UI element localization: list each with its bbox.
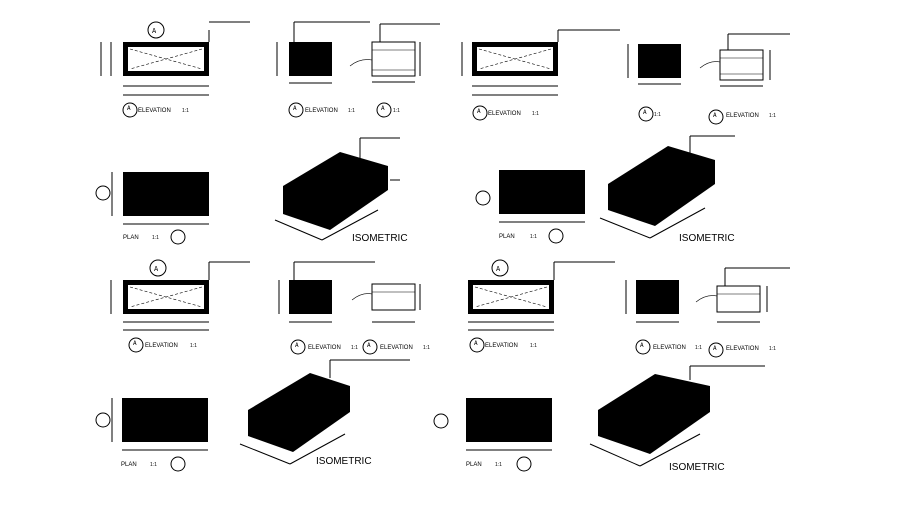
elevation-title-mark: A: [474, 340, 478, 347]
elevation-title-3: A 1:1: [376, 102, 400, 118]
elevation-title-2: A ELEVATION 1:1: [288, 102, 355, 118]
elevation-title-scale: 1:1: [182, 108, 189, 114]
section-mark-text: A: [496, 265, 501, 273]
detail-elevation-1: [349, 23, 440, 83]
isometric-view-1: ISOMETRIC: [274, 137, 408, 244]
plan-title-label: PLAN: [466, 462, 482, 468]
elevation-title-scale: 1:1: [530, 343, 537, 349]
front-elevation-1: [100, 21, 250, 96]
elevation-title-mark: A: [133, 340, 137, 347]
elevation-title-label: ELEVATION: [726, 346, 759, 352]
elevation-title-mark: A: [643, 109, 647, 116]
plan-title-1: PLAN 1:1: [123, 229, 186, 245]
elevation-title-label: ELEVATION: [653, 345, 686, 351]
elevation-title-4: A ELEVATION 1:1: [472, 105, 539, 121]
elevation-title-scale: 1:1: [532, 111, 539, 117]
elevation-title-mark: A: [295, 342, 299, 349]
side-elevation-2: [627, 44, 681, 85]
north-marker-4: [433, 413, 449, 429]
isometric-label: ISOMETRIC: [352, 233, 408, 244]
isometric-label: ISOMETRIC: [669, 462, 725, 473]
plan-title-4: PLAN 1:1: [466, 456, 532, 472]
elevation-title-scale: 1:1: [190, 343, 197, 349]
elevation-title-12: A ELEVATION 1:1: [708, 342, 776, 358]
plan-group-1: PLAN 1:1 ISOMETRIC PLAN 1:1: [95, 135, 735, 245]
elevation-title-mark: A: [640, 342, 644, 349]
isometric-view-4: ISOMETRIC: [589, 365, 765, 473]
elevation-title-mark: A: [381, 105, 385, 112]
elevation-title-label: ELEVATION: [145, 343, 178, 349]
side-elevation-3: [278, 261, 375, 323]
elevation-title-scale: 1:1: [348, 108, 355, 114]
elevation-title-scale: 1:1: [695, 345, 702, 351]
elevation-title-9: A ELEVATION 1:1: [362, 339, 430, 355]
elevation-title-7: A ELEVATION 1:1: [128, 337, 197, 353]
elevation-title-mark: A: [127, 105, 131, 112]
elevation-title-mark: A: [713, 112, 717, 119]
isometric-label: ISOMETRIC: [679, 233, 735, 244]
plan-title-scale: 1:1: [150, 462, 157, 468]
isometric-view-3: ISOMETRIC: [239, 359, 410, 467]
side-elevation-4: [625, 280, 679, 323]
detail-elevation-2: [699, 33, 790, 87]
section-marker-4: A: [491, 259, 509, 277]
elevation-title-scale: 1:1: [393, 108, 400, 114]
elevation-title-mark: A: [713, 345, 717, 352]
elevation-title-scale: 1:1: [654, 112, 661, 118]
elevation-title-1: A ELEVATION 1:1: [122, 102, 189, 118]
elevation-title-10: A ELEVATION 1:1: [469, 337, 537, 353]
isometric-label: ISOMETRIC: [316, 456, 372, 467]
detail-elevation-4: [695, 267, 790, 323]
plan-view-4: [466, 398, 552, 451]
section-mark-text: A: [154, 265, 159, 273]
plan-title-2: PLAN 1:1: [499, 228, 564, 244]
elevation-title-mark: A: [293, 105, 297, 112]
plan-title-label: PLAN: [499, 234, 515, 240]
elevation-group-2: A A ELEVATION 1:1 A ELEVATION 1:1: [110, 259, 790, 358]
plan-view-3: [111, 398, 208, 451]
elevation-title-label: ELEVATION: [488, 111, 521, 117]
plan-group-2: PLAN 1:1 ISOMETRIC PLAN 1:1: [95, 359, 765, 473]
detail-elevation-3: [351, 283, 421, 323]
north-marker-1: [95, 185, 111, 201]
elevation-title-label: ELEVATION: [308, 345, 341, 351]
elevation-title-label: ELEVATION: [380, 345, 413, 351]
elevation-title-mark: A: [477, 108, 481, 115]
elevation-title-scale: 1:1: [769, 113, 776, 119]
plan-title-scale: 1:1: [152, 235, 159, 241]
section-marker-1: A: [147, 21, 165, 39]
side-elevation-1: [276, 21, 370, 84]
elevation-title-scale: 1:1: [769, 346, 776, 352]
front-elevation-4: [468, 261, 615, 331]
isometric-view-2: ISOMETRIC: [599, 135, 735, 244]
elevation-title-label: ELEVATION: [485, 343, 518, 349]
plan-title-label: PLAN: [121, 462, 137, 468]
elevation-title-11: A ELEVATION 1:1: [635, 339, 702, 355]
north-marker-3: [95, 412, 111, 428]
section-marker-3: A: [149, 259, 167, 277]
elevation-title-mark: A: [367, 342, 371, 349]
section-mark-text: A: [152, 27, 157, 35]
front-elevation-2: [461, 29, 620, 96]
elevation-title-label: ELEVATION: [305, 108, 338, 114]
elevation-title-scale: 1:1: [423, 345, 430, 351]
elevation-title-label: ELEVATION: [138, 108, 171, 114]
plan-title-label: PLAN: [123, 235, 139, 241]
plan-title-scale: 1:1: [530, 234, 537, 240]
elevation-title-8: A ELEVATION 1:1: [290, 339, 358, 355]
plan-title-3: PLAN 1:1: [121, 456, 186, 472]
plan-view-2: [499, 170, 585, 223]
plan-view-1: [111, 172, 209, 225]
elevation-title-label: ELEVATION: [726, 113, 759, 119]
north-marker-2: [475, 190, 491, 206]
elevation-group-1: A A ELEVATION 1:1 A ELEVATION 1:1: [100, 21, 790, 125]
plan-title-scale: 1:1: [495, 462, 502, 468]
elevation-title-5: A 1:1: [638, 106, 661, 122]
elevation-title-6: A ELEVATION 1:1: [708, 109, 776, 125]
front-elevation-3: [110, 261, 250, 331]
elevation-title-scale: 1:1: [351, 345, 358, 351]
